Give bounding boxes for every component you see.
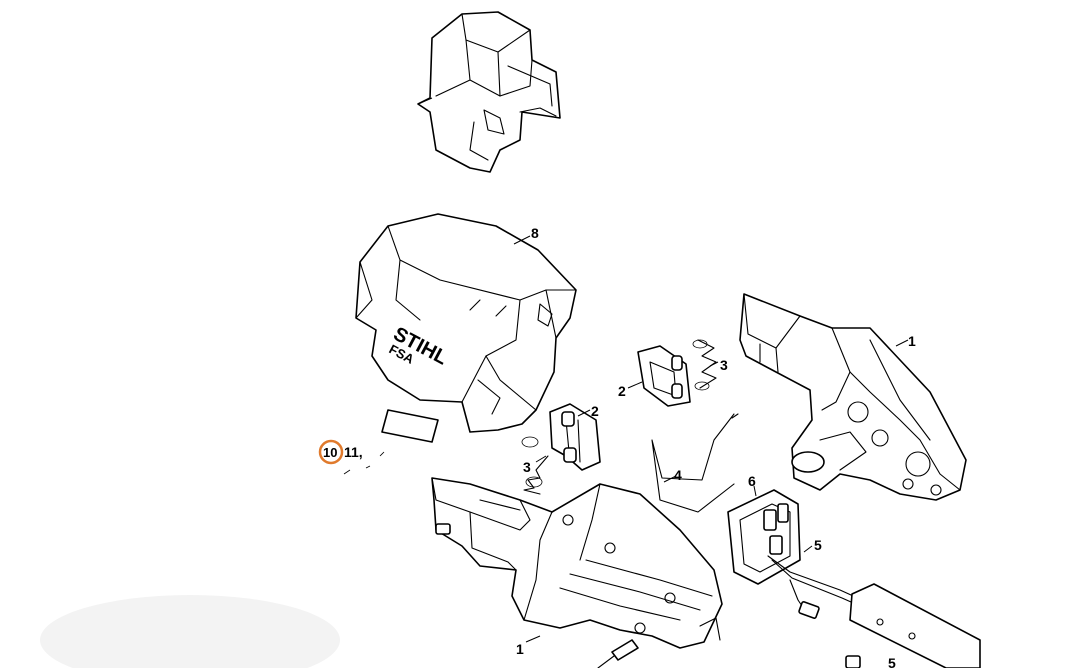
background-shadow — [40, 595, 340, 668]
switch-plate[interactable] — [727, 489, 801, 585]
callout-10-label: 10 — [323, 445, 337, 460]
callout-1-right: 1 — [908, 333, 916, 349]
callout-1-bottom: 1 — [516, 641, 524, 657]
callout-2-right: 2 — [618, 383, 626, 399]
highlighted-callout-10[interactable]: 10 — [318, 439, 344, 465]
torsion-spring-right[interactable] — [692, 339, 717, 391]
wire-bail[interactable] — [651, 413, 739, 513]
hinge-bracket-right[interactable] — [637, 345, 691, 407]
callout-5: 5 — [814, 537, 822, 553]
callout-5-bottom: 5 — [888, 655, 896, 668]
left-housing-half[interactable] — [431, 477, 723, 649]
screw[interactable] — [597, 639, 639, 668]
small-clip[interactable] — [845, 655, 861, 668]
hinge-bracket-left[interactable] — [549, 403, 601, 471]
callout-11: 11, — [344, 444, 363, 460]
callout-3-right: 3 — [720, 357, 728, 373]
drive-shaft-tube[interactable] — [849, 583, 981, 668]
callout-8: 8 — [531, 225, 539, 241]
top-housing-cap[interactable] — [417, 11, 561, 173]
torsion-spring-left[interactable] — [521, 436, 549, 495]
callout-3-left: 3 — [523, 459, 531, 475]
decal-label[interactable] — [343, 409, 439, 475]
right-housing-half[interactable] — [739, 293, 967, 501]
leader-lines — [417, 97, 909, 643]
motor-housing-shroud[interactable]: STIHL FSA — [355, 213, 577, 433]
callout-2-left: 2 — [591, 403, 599, 419]
callout-6: 6 — [748, 473, 756, 489]
callout-4: 4 — [674, 467, 682, 483]
